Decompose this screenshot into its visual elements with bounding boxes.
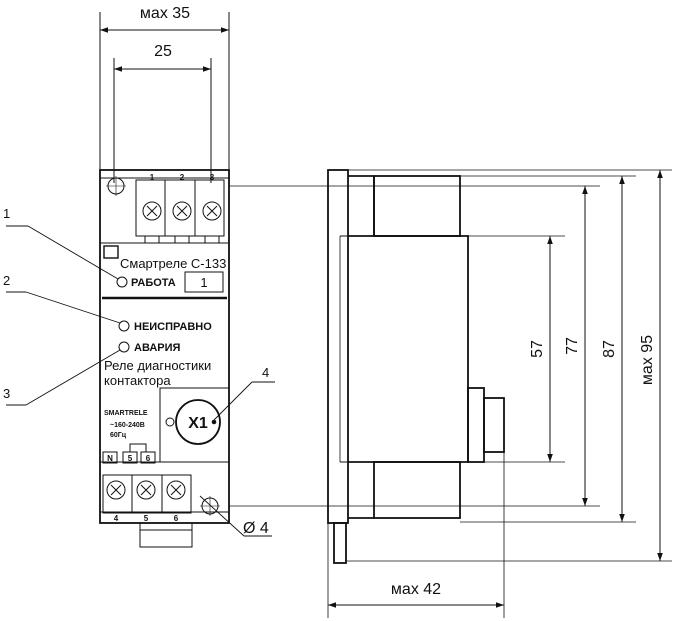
- led-work-label: РАБОТА: [131, 277, 176, 289]
- led-alarm: [118, 341, 130, 353]
- top-terminal-2: 2: [180, 173, 185, 182]
- dim-87: 87: [601, 340, 618, 358]
- dim-side-depth: мах 42: [391, 581, 441, 598]
- bottom-terminal-6: 6: [174, 514, 179, 523]
- dim-77: 77: [564, 337, 581, 355]
- top-terminal-1: 1: [150, 173, 155, 182]
- bottom-terminal-4: 4: [114, 514, 119, 523]
- callout-3: 3: [3, 386, 10, 401]
- connector-x1: [175, 399, 221, 445]
- callout-2: 2: [3, 273, 10, 288]
- device-title: Смартреле С-133: [120, 256, 226, 271]
- indicator-window: [184, 271, 224, 293]
- bottom-terminal-5: 5: [144, 514, 149, 523]
- connector-label: X1: [188, 415, 208, 432]
- brand-label: SMARTRELE: [104, 410, 148, 417]
- dim-max-height: мах 95: [639, 335, 656, 385]
- led-fault: [118, 320, 130, 332]
- dim-inner-width: 25: [154, 43, 172, 60]
- callout-1: 1: [3, 206, 10, 221]
- callout-4: 4: [262, 365, 269, 380]
- led-alarm-label: АВАРИЯ: [134, 342, 181, 354]
- side-body: [327, 169, 505, 564]
- top-terminal-3: 3: [210, 173, 215, 182]
- spec-voltage: ~160-240В: [110, 422, 145, 429]
- description-line-2: контактора: [104, 373, 171, 388]
- dim-max-width: мах 35: [140, 5, 190, 22]
- bottom-box-6: 6: [146, 454, 151, 463]
- dim-hole: Ø 4: [243, 520, 269, 537]
- indicator-value: 1: [200, 275, 207, 290]
- bottom-terminal-screws: [106, 480, 186, 500]
- description-line-1: Реле диагностики: [104, 358, 211, 373]
- spec-frequency: 60Гц: [110, 432, 127, 439]
- top-terminal-screws: [142, 201, 222, 221]
- bottom-box-n: N: [107, 454, 113, 463]
- led-work: [116, 276, 128, 288]
- dim-57: 57: [529, 340, 546, 358]
- bottom-box-5: 5: [128, 454, 133, 463]
- led-fault-label: НЕИСПРАВНО: [134, 321, 212, 333]
